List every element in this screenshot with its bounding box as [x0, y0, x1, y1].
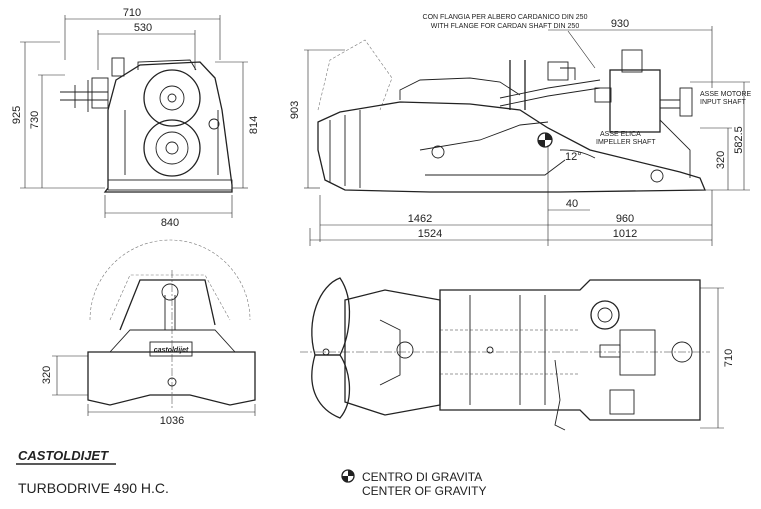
dim-side-40: 40 [566, 198, 578, 210]
dim-top-width-710: 710 [723, 349, 735, 367]
legend-it: CENTRO DI GRAVITA [362, 470, 482, 484]
front-view: 710 530 925 730 814 840 [11, 7, 260, 229]
dim-side-height-903: 903 [289, 101, 301, 119]
legend-en: CENTER OF GRAVITY [362, 484, 486, 498]
dim-front-height-814: 814 [248, 116, 260, 134]
dim-front-width-530: 530 [134, 22, 152, 34]
brand-logo: CASTOLDIJET [18, 448, 109, 463]
dim-front-width-710: 710 [123, 7, 141, 19]
dim-side-1524: 1524 [418, 228, 442, 240]
dim-rear-width-1036: 1036 [160, 415, 184, 427]
side-view: CON FLANGIA PER ALBERO CARDANICO DIN 250… [289, 14, 752, 246]
dim-side-320: 320 [715, 151, 727, 169]
dim-side-930: 930 [611, 18, 629, 30]
top-view: 710 [300, 277, 735, 431]
cog-legend: CENTRO DI GRAVITA CENTER OF GRAVITY [341, 469, 486, 498]
dim-rear-height-320: 320 [41, 366, 53, 384]
motor-axis-it: ASSE MOTORE [700, 91, 752, 98]
dim-side-1462: 1462 [408, 213, 432, 225]
dim-side-angle: 12° [565, 151, 582, 163]
motor-axis-en: INPUT SHAFT [700, 99, 746, 106]
dim-side-1012: 1012 [613, 228, 637, 240]
rear-view: castoldijet 320 1036 [41, 239, 256, 427]
impeller-axis-it: ASSE ELICA [600, 131, 641, 138]
rear-plate-logo: castoldijet [154, 347, 189, 354]
impeller-axis-en: IMPELLER SHAFT [596, 139, 656, 146]
dim-front-height-925: 925 [11, 106, 23, 124]
brand-block: CASTOLDIJET TURBODRIVE 490 H.C. [16, 448, 169, 496]
dim-side-960: 960 [616, 213, 634, 225]
dim-front-base-840: 840 [161, 217, 179, 229]
flange-note-en: WITH FLANGE FOR CARDAN SHAFT DIN 250 [431, 23, 580, 30]
model-title: TURBODRIVE 490 H.C. [18, 480, 169, 496]
flange-note-it: CON FLANGIA PER ALBERO CARDANICO DIN 250 [423, 14, 588, 21]
dim-front-height-730: 730 [29, 111, 41, 129]
dim-side-582-5: 582.5 [733, 126, 745, 154]
